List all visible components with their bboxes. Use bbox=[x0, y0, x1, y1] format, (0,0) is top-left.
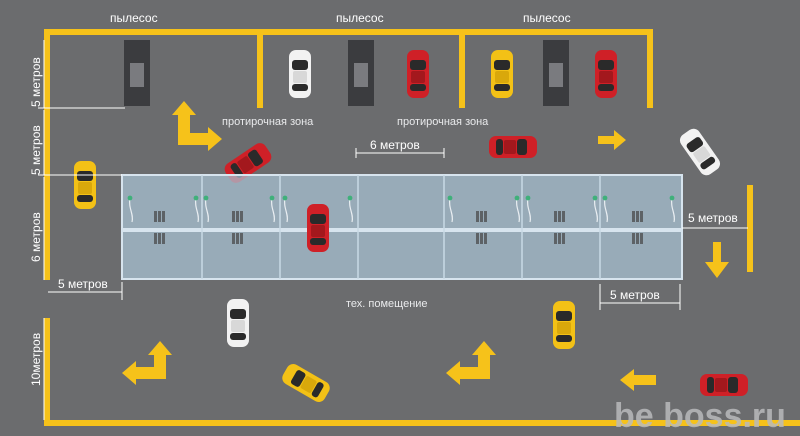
dimension-lines bbox=[38, 40, 748, 420]
car-red-parked-1 bbox=[407, 50, 429, 98]
dim-mid-5m: 5 метров bbox=[29, 125, 43, 175]
dim-bottom-left-5m: 5 метров bbox=[58, 277, 108, 291]
car-yellow-parked-1 bbox=[491, 50, 513, 98]
dim-bottom-right-5m: 5 метров bbox=[610, 288, 660, 302]
label-wipe-right: протирочная зона bbox=[397, 116, 489, 128]
car-white-bottom bbox=[227, 299, 249, 347]
vacuum-unit-3 bbox=[543, 40, 569, 106]
arrow-up-right-1 bbox=[172, 101, 222, 151]
dim-top-5m: 5 метров bbox=[29, 57, 43, 107]
car-yellow-left bbox=[74, 161, 96, 209]
car-yellow-bottom-1 bbox=[279, 361, 333, 405]
dim-bottom-10m: 10метров bbox=[29, 333, 43, 386]
label-wipe-left: протирочная зона bbox=[222, 116, 314, 128]
car-red-parked-2 bbox=[595, 50, 617, 98]
dim-mid-6m: 6 метров bbox=[29, 212, 43, 262]
watermark: be boss.ru bbox=[614, 397, 786, 435]
label-vacuum-right: пылесос bbox=[523, 11, 571, 25]
label-vacuum-mid: пылесос bbox=[336, 11, 384, 25]
car-red-bottom-right bbox=[700, 374, 748, 396]
label-vacuum-left: пылесос bbox=[110, 11, 158, 25]
car-red-moving-2 bbox=[489, 136, 537, 158]
label-tech-room: тех. помещение bbox=[346, 298, 428, 310]
arrow-left-1 bbox=[620, 369, 656, 391]
car-red-in-bay bbox=[307, 204, 329, 252]
direction-arrows bbox=[122, 101, 729, 391]
dim-center-6m: 6 метров bbox=[370, 138, 420, 152]
boundary-markings bbox=[44, 29, 800, 426]
vacuum-unit-2 bbox=[348, 40, 374, 106]
arrow-right-1 bbox=[598, 130, 626, 150]
car-white-moving-1 bbox=[677, 126, 723, 178]
car-yellow-bottom-2 bbox=[553, 301, 575, 349]
car-white-parked-1 bbox=[289, 50, 311, 98]
vacuum-unit-1 bbox=[124, 40, 150, 106]
dim-right-5m: 5 метров bbox=[688, 211, 738, 225]
arrow-up-left-1 bbox=[122, 341, 172, 385]
arrow-up-left-2 bbox=[446, 341, 496, 385]
arrow-down-1 bbox=[705, 242, 729, 278]
carwash-pavilion bbox=[121, 174, 683, 280]
